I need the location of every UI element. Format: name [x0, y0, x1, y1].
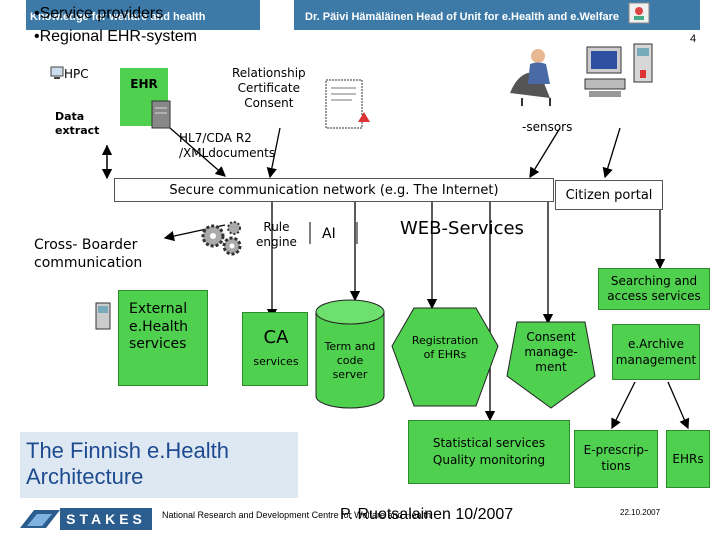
phone-icon	[95, 302, 111, 330]
header-right-title: Dr. Päivi Hämäläinen Head of Unit for e.…	[305, 11, 619, 23]
searching-label: Searching and access services	[607, 274, 701, 303]
ehr-label: EHR	[130, 77, 158, 91]
ehrs-box: EHRs	[666, 430, 710, 488]
statistical-box: Statistical services Quality monitoring	[408, 420, 570, 484]
person-icon	[510, 49, 551, 106]
badge-icon	[628, 2, 650, 24]
earchive-box: e.Archive management	[612, 324, 700, 380]
secure-network-label: Secure communication network (e.g. The I…	[169, 182, 499, 198]
term-code-label: Term and code server	[324, 340, 376, 381]
ca-sub: services	[253, 355, 299, 368]
hpc-computer-icon	[50, 66, 64, 79]
ca-box: CA services	[242, 312, 308, 386]
searching-box: Searching and access services	[598, 268, 710, 310]
stakes-emblem-icon	[20, 510, 60, 528]
header-left-title: Knowledge for welfare and health	[30, 11, 206, 23]
architecture-title-box: The Finnish e.Health Architecture	[20, 432, 298, 498]
earchive-label: e.Archive management	[615, 336, 697, 367]
consent-label: Consent manage- ment	[524, 330, 578, 374]
hpc-label: HPC	[64, 67, 89, 81]
citizen-portal-label: Citizen portal	[565, 187, 653, 203]
eprescriptions-label: E-prescrip- tions	[583, 443, 649, 473]
cross-border-label: Cross- Boarder communication	[34, 237, 143, 272]
footer-institute: National Research and Development Centre…	[162, 510, 431, 520]
citizen-portal-box: Citizen portal	[555, 180, 663, 210]
ai-label: AI	[322, 226, 336, 242]
architecture-title: The Finnish e.Health Architecture	[26, 438, 229, 490]
web-services-label: WEB-Services	[400, 218, 524, 239]
computer-icon	[584, 46, 626, 97]
footer-author: P. Ruotsalainen 10/2007	[340, 506, 514, 523]
certificate-icon	[325, 79, 370, 129]
external-ehealth-label: External e.Health services	[129, 301, 189, 352]
eprescriptions-box: E-prescrip- tions	[574, 430, 658, 488]
relationship-label: Relationship Certificate Consent	[232, 66, 306, 110]
stakes-logo-box: STAKES	[60, 508, 152, 530]
ehrs-label: EHRs	[672, 452, 704, 466]
secure-network-bar: Secure communication network (e.g. The I…	[114, 178, 554, 202]
terminal-icon	[633, 43, 653, 83]
registration-label: Registration of EHRs	[411, 334, 479, 361]
hl7-label: HL7/CDA R2 /XMLdocuments	[179, 131, 276, 160]
bullet-service-providers: •Service providers	[34, 5, 164, 22]
rule-engine-label: Rule engine	[256, 220, 297, 249]
sensors-label: -sensors	[522, 120, 573, 134]
bullet-regional-ehr: •Regional EHR-system	[34, 28, 197, 45]
statistical-label: Statistical services Quality monitoring	[432, 436, 546, 467]
footer-date: 22.10.2007	[620, 508, 661, 517]
gears-icon	[201, 221, 242, 256]
page-number: 4	[690, 33, 697, 45]
consent-pentagon	[506, 321, 596, 409]
server-icon	[151, 100, 171, 129]
header-left-bar	[26, 0, 260, 30]
term-code-cylinder	[315, 299, 385, 409]
data-extract-label: Data extract	[55, 110, 100, 137]
ca-title: CA	[263, 327, 289, 348]
registration-hexagon	[391, 307, 499, 407]
external-ehealth-box: External e.Health services	[118, 290, 208, 386]
stakes-logo-text: STAKES	[66, 511, 146, 527]
